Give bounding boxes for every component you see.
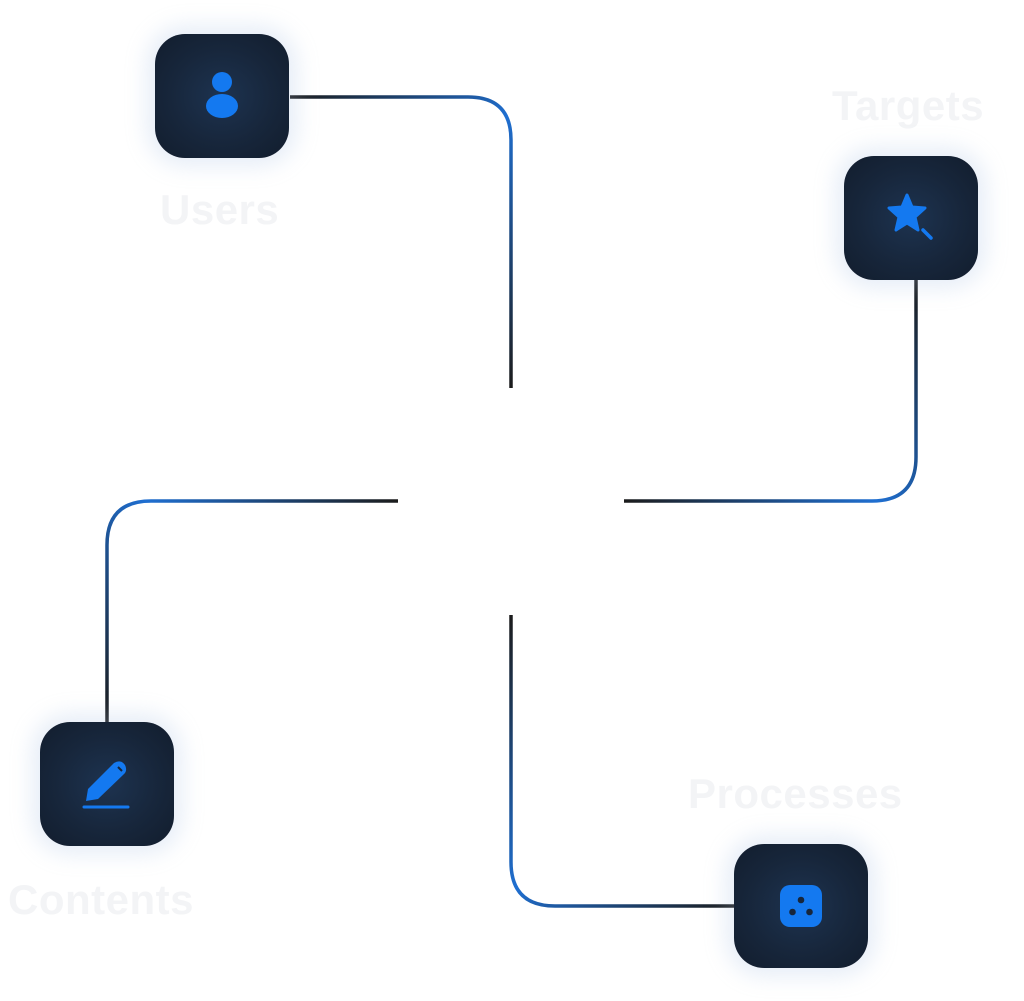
users-node[interactable] bbox=[155, 34, 289, 158]
pencil-edit-icon bbox=[82, 761, 130, 809]
targets-node[interactable] bbox=[844, 156, 978, 280]
dice-icon bbox=[780, 885, 822, 927]
users-label: Users bbox=[160, 186, 280, 233]
connector-processes bbox=[509, 615, 734, 908]
star-wand-icon bbox=[887, 193, 933, 240]
contents-label: Contents bbox=[8, 876, 194, 923]
processes-node[interactable] bbox=[734, 844, 868, 968]
connector-users bbox=[290, 95, 513, 388]
connector-contents bbox=[105, 499, 398, 722]
contents-node[interactable] bbox=[40, 722, 174, 846]
targets-label: Targets bbox=[832, 82, 985, 129]
user-icon bbox=[206, 72, 238, 118]
processes-label: Processes bbox=[688, 770, 903, 817]
connector-targets bbox=[624, 280, 918, 503]
